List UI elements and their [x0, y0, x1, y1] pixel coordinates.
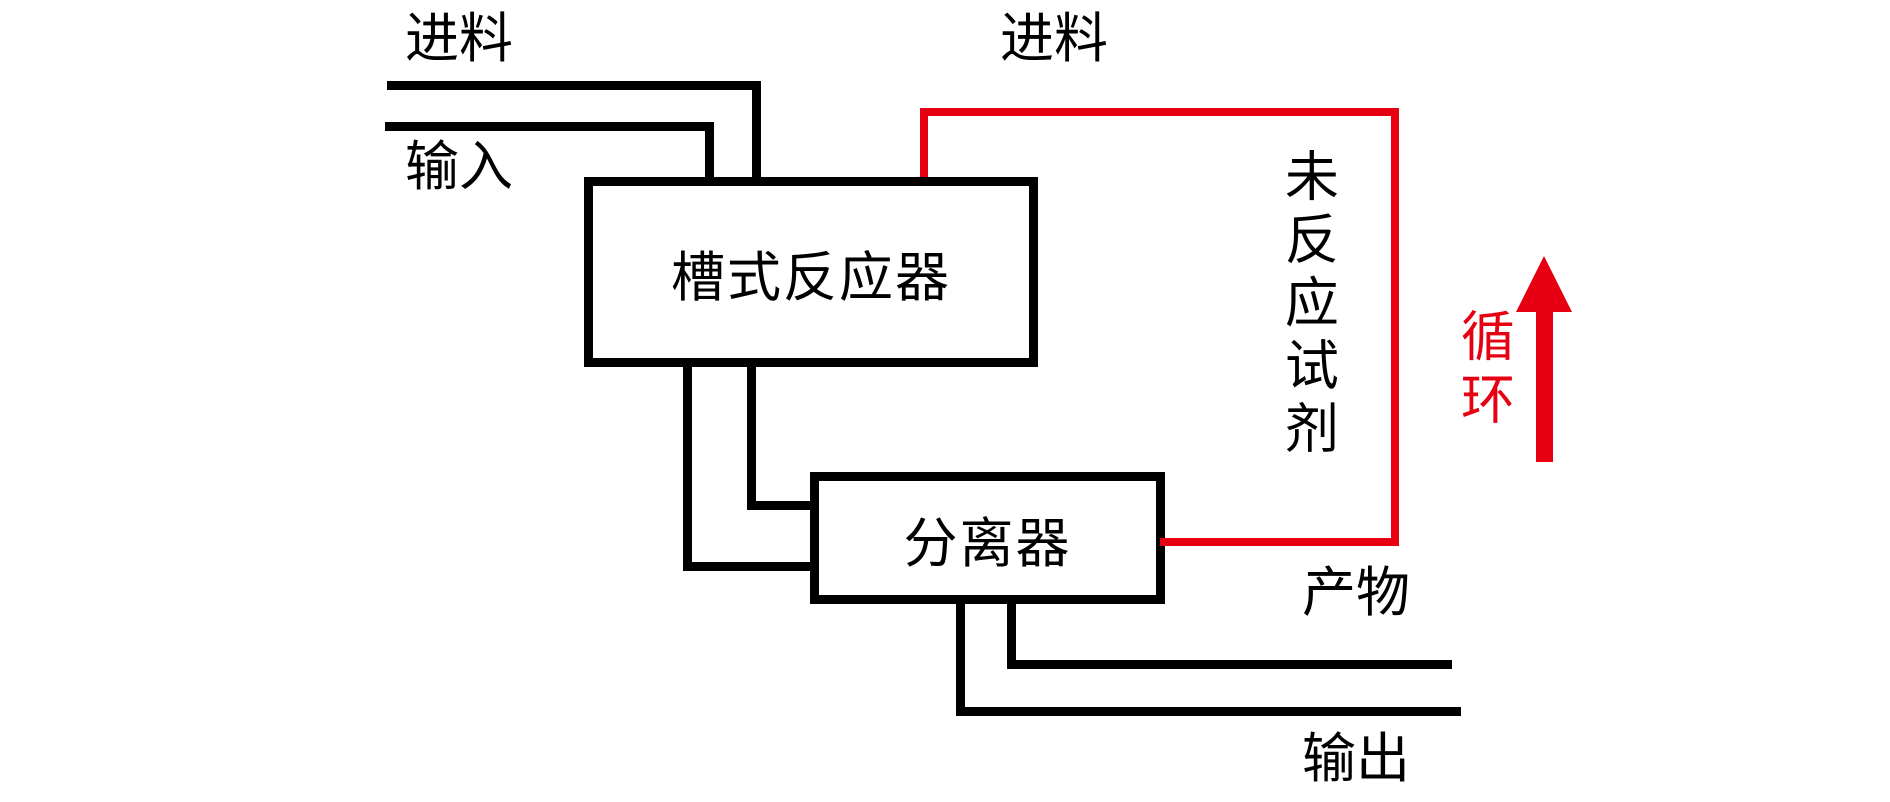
- recycle-arrow-shaft: [1535, 312, 1553, 462]
- recycle-line-top-horizontal: [920, 108, 1399, 116]
- input-line-vertical: [705, 122, 714, 177]
- label-recycle: 循环: [1452, 308, 1513, 434]
- label-product: 产物: [1302, 563, 1410, 623]
- label-feed-top: 进料: [1000, 9, 1108, 69]
- product-line-vertical: [1007, 598, 1016, 669]
- feed-left-line-horizontal: [387, 81, 761, 90]
- feed-left-line-vertical: [752, 81, 761, 177]
- node-separator: 分离器: [810, 472, 1165, 604]
- output-line-vertical: [956, 598, 965, 716]
- recycle-line-left-vertical: [920, 108, 928, 177]
- label-unreacted-reagent: 未反应试剂: [1276, 148, 1337, 463]
- node-tank-reactor: 槽式反应器: [584, 177, 1038, 367]
- label-input: 输入: [405, 137, 513, 197]
- product-line-horizontal: [1007, 660, 1452, 669]
- reactor-outlet-outer-vertical: [683, 362, 692, 571]
- recycle-arrow-up-icon: [1516, 256, 1572, 462]
- recycle-arrow-head: [1516, 256, 1572, 312]
- reactor-outlet-inner-vertical: [747, 362, 756, 510]
- output-line-horizontal: [956, 707, 1461, 716]
- reactor-outlet-outer-horizontal: [683, 562, 819, 571]
- node-separator-label: 分离器: [903, 513, 1072, 574]
- recycle-line-right-vertical: [1391, 108, 1399, 546]
- reactor-outlet-inner-horizontal: [747, 501, 819, 510]
- label-feed-left: 进料: [405, 9, 513, 69]
- recycle-line-bottom-horizontal: [1160, 538, 1399, 546]
- node-tank-reactor-label: 槽式反应器: [671, 247, 951, 308]
- input-line-horizontal: [385, 122, 714, 131]
- label-output: 输出: [1302, 729, 1410, 789]
